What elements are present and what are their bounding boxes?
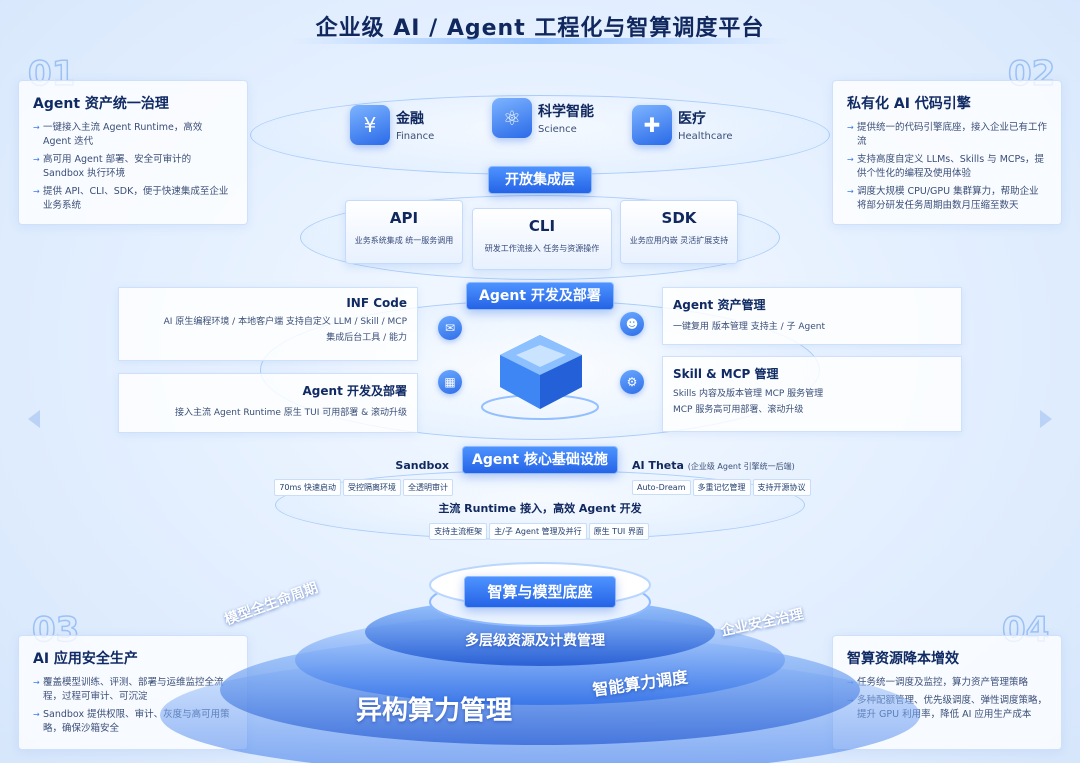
- mail-icon: ✉: [438, 316, 462, 340]
- panel-code-engine: 私有化 AI 代码引擎 提供统一的代码引擎底座，接入企业已有工作流 支持高度自定…: [832, 80, 1062, 225]
- deploy-layer-label: Agent 开发及部署: [466, 282, 614, 310]
- panel-item: 覆盖模型训练、评测、部署与运维监控全流程，过程可审计、可沉淀: [33, 676, 233, 704]
- ai-theta-title: AI Theta: [632, 459, 684, 472]
- industry-ring: [250, 95, 830, 175]
- panel-item: 提供 API、CLI、SDK，便于快速集成至企业业务系统: [33, 185, 233, 213]
- sandbox-chip: 70ms 快速启动: [274, 479, 341, 496]
- panel-asset-governance: Agent 资产统一治理 一键接入主流 Agent Runtime，高效 Age…: [18, 80, 248, 225]
- panel-item: 支持高度自定义 LLMs、Skills 与 MCPs，提供个性化的编程及使用体验: [847, 153, 1047, 181]
- industry-label: 科学智能: [538, 104, 594, 120]
- integration-layer-label: 开放集成层: [488, 166, 592, 194]
- cli-title: CLI: [528, 217, 556, 235]
- panel-title: AI 应用安全生产: [33, 651, 138, 667]
- sandbox-group: Sandbox 70ms 快速启动受控隔离环境全透明审计: [255, 459, 455, 496]
- core-cube-icon: [481, 335, 599, 420]
- panel-title: 私有化 AI 代码引擎: [847, 96, 971, 112]
- page-title: 企业级 AI / Agent 工程化与智算调度平台: [315, 16, 765, 41]
- theta-chip: 多重记忆管理: [692, 479, 751, 496]
- panel-item: 一键接入主流 Agent Runtime，高效 Agent 迭代: [33, 121, 233, 149]
- api-tile[interactable]: API 业务系统集成 统一服务调用: [345, 200, 463, 264]
- hetero-compute-label: 异构算力管理: [356, 696, 513, 726]
- skill-mcp-card[interactable]: Skill & MCP 管理 Skills 内容及版本管理 MCP 服务管理 M…: [662, 356, 962, 432]
- prev-arrow-icon[interactable]: [28, 410, 40, 428]
- card-title: INF Code: [346, 296, 407, 310]
- industry-en-label: Science: [538, 124, 577, 135]
- agent-asset-card[interactable]: Agent 资产管理 一键复用 版本管理 支持主 / 子 Agent: [662, 287, 962, 345]
- billing-label: 多层级资源及计费管理: [465, 633, 605, 649]
- gear-icon: ⚙: [620, 370, 644, 394]
- card-line: Skills 内容及版本管理 MCP 服务管理: [673, 389, 824, 399]
- runtime-chip: 主/子 Agent 管理及并行: [489, 523, 587, 540]
- sandbox-chip: 全透明审计: [403, 479, 453, 496]
- industry-label: 医疗: [678, 111, 706, 127]
- panel-item: 提供统一的代码引擎底座，接入企业已有工作流: [847, 121, 1047, 149]
- panel-item: 高可用 Agent 部署、安全可审计的 Sandbox 执行环境: [33, 153, 233, 181]
- card-line: 一键复用 版本管理 支持主 / 子 Agent: [673, 322, 825, 332]
- sandbox-chip: 受控隔离环境: [343, 479, 401, 496]
- card-title: Agent 开发及部署: [302, 384, 407, 398]
- runtime-group: 主流 Runtime 接入，高效 Agent 开发 支持主流框架主/子 Agen…: [380, 500, 700, 540]
- finance-icon: ¥: [350, 105, 390, 145]
- base-layer-label: 智算与模型底座: [464, 576, 616, 608]
- agent-dev-card[interactable]: Agent 开发及部署 接入主流 Agent Runtime 原生 TUI 可用…: [118, 373, 418, 433]
- api-desc: 业务系统集成 统一服务调用: [354, 236, 454, 245]
- theta-chip: 支持开源协议: [752, 479, 811, 496]
- cli-tile[interactable]: CLI 研发工作流接入 任务与资源操作: [472, 208, 612, 270]
- card-title: Agent 资产管理: [673, 298, 766, 312]
- next-arrow-icon[interactable]: [1040, 410, 1052, 428]
- sdk-title: SDK: [661, 209, 697, 227]
- panel-item: Sandbox 提供权限、审计、灰度与高可用策略，确保沙箱安全: [33, 708, 233, 736]
- card-line: AI 原生编程环境 / 本地客户端 支持自定义 LLM / Skill / MC…: [163, 317, 407, 327]
- sdk-tile[interactable]: SDK 业务应用内嵌 灵活扩展支持: [620, 200, 738, 264]
- panel-item: 调度大规模 CPU/GPU 集群算力，帮助企业将部分研发任务周期由数月压缩至数天: [847, 185, 1047, 213]
- card-line: MCP 服务高可用部署、滚动升级: [673, 405, 804, 415]
- title-underline: [290, 38, 790, 44]
- sdk-desc: 业务应用内嵌 灵活扩展支持: [629, 236, 729, 245]
- inf-code-card[interactable]: INF Code AI 原生编程环境 / 本地客户端 支持自定义 LLM / S…: [118, 287, 418, 361]
- runtime-chip: 支持主流框架: [429, 523, 488, 540]
- panel-title: Agent 资产统一治理: [33, 96, 169, 112]
- industry-healthcare[interactable]: ✚ 医疗 Healthcare: [632, 105, 733, 145]
- industry-en-label: Healthcare: [678, 131, 733, 142]
- core-infra-label: Agent 核心基础设施: [462, 446, 618, 474]
- runtime-chip: 原生 TUI 界面: [588, 523, 649, 540]
- industry-finance[interactable]: ¥ 金融 Finance: [350, 105, 434, 145]
- card-line: 集成后台工具 / 能力: [326, 333, 407, 343]
- science-icon: ⚛: [492, 98, 532, 138]
- industry-en-label: Finance: [396, 131, 435, 142]
- card-title: Skill & MCP 管理: [673, 367, 779, 381]
- panel-title: 智算资源降本增效: [847, 651, 959, 667]
- card-line: 接入主流 Agent Runtime 原生 TUI 可用部署 & 滚动升级: [174, 408, 407, 418]
- cli-desc: 研发工作流接入 任务与资源操作: [484, 244, 600, 253]
- healthcare-icon: ✚: [632, 105, 672, 145]
- robot-icon: ☻: [620, 312, 644, 336]
- industry-label: 金融: [396, 111, 424, 127]
- sandbox-title: Sandbox: [395, 459, 449, 472]
- industry-science[interactable]: ⚛ 科学智能 Science: [492, 98, 594, 138]
- api-title: API: [389, 209, 419, 227]
- ai-theta-note: (企业级 Agent 引擎统一后端): [687, 462, 795, 471]
- runtime-title: 主流 Runtime 接入，高效 Agent 开发: [438, 502, 642, 515]
- calendar-icon: ▦: [438, 370, 462, 394]
- panel-cost-efficiency: 智算资源降本增效 任务统一调度及监控，算力资产管理策略 多种配额管理、优先级调度…: [832, 635, 1062, 750]
- theta-chip: Auto-Dream: [632, 480, 691, 495]
- compute-base-rings: [160, 562, 920, 763]
